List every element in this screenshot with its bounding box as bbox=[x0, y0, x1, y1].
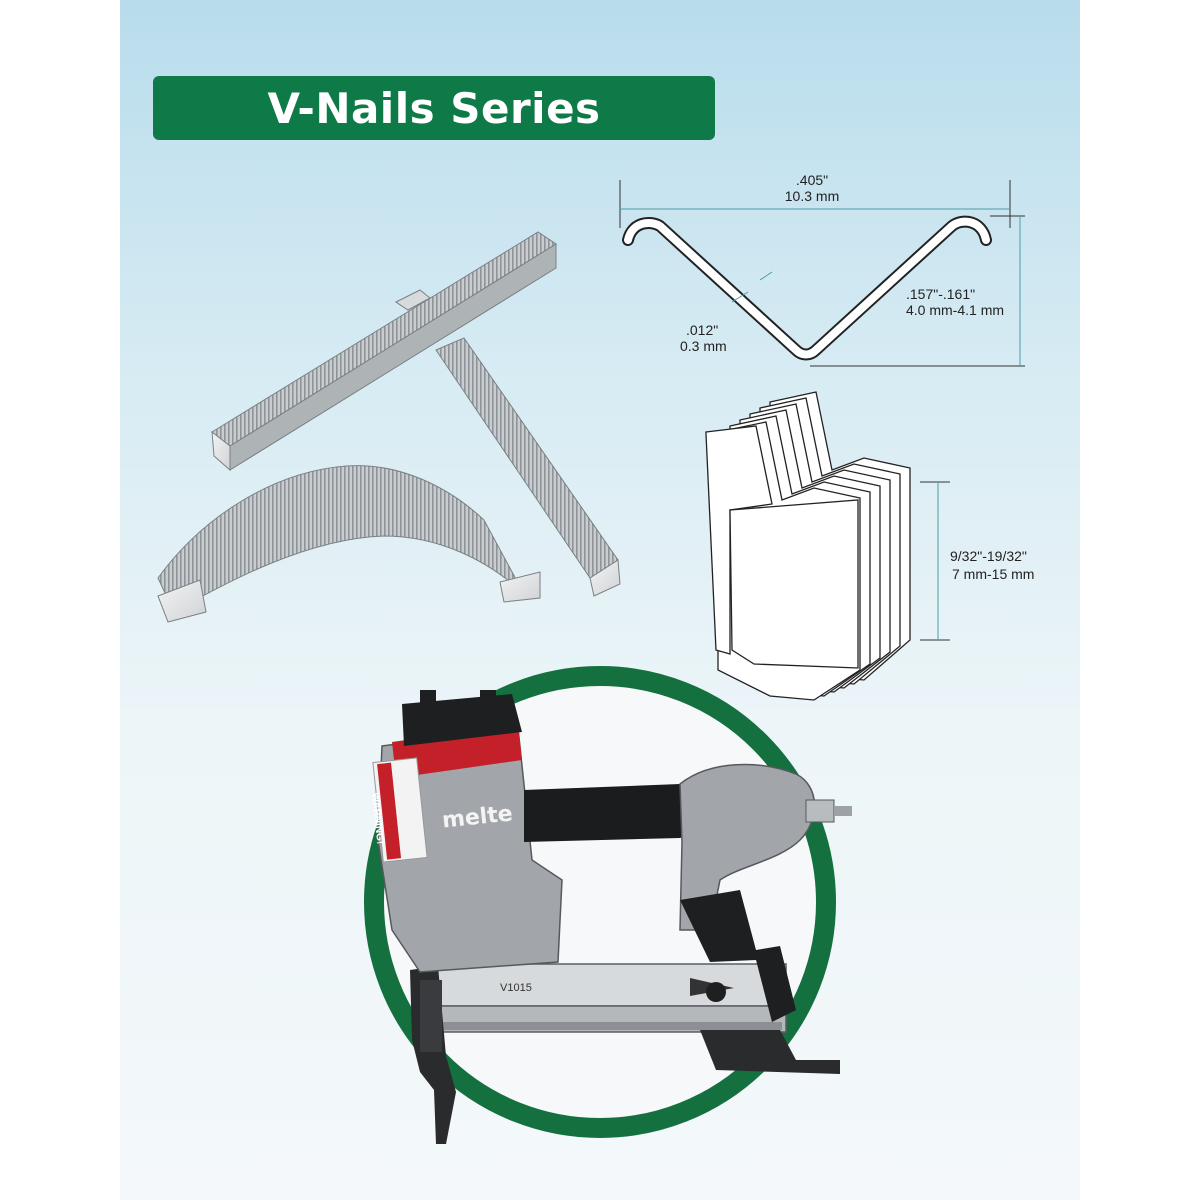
title-banner: V-Nails Series bbox=[153, 76, 715, 140]
v-nail-profile-diagram bbox=[619, 180, 1025, 367]
length-mm-label: 7 mm-15 mm bbox=[952, 566, 1035, 582]
height-mm-label: 4.0 mm-4.1 mm bbox=[906, 302, 1005, 318]
height-in-label: .157"-.161" bbox=[906, 286, 976, 302]
length-in-label: 9/32"-19/32" bbox=[950, 548, 1027, 564]
straight-nail-strip bbox=[211, 231, 557, 472]
width-mm-label: 10.3 mm bbox=[784, 188, 840, 204]
nail-strips-image bbox=[157, 231, 621, 623]
curved-nail-strip bbox=[157, 465, 541, 623]
tool-grip bbox=[524, 763, 852, 931]
magazine bbox=[429, 963, 787, 1033]
nose-assembly bbox=[410, 966, 456, 1144]
thickness-mm-label: 0.3 mm bbox=[680, 338, 727, 354]
product-panel: V-Nails Series bbox=[120, 0, 1080, 1200]
width-in-label: .405" bbox=[795, 172, 829, 188]
tool-model-label: V1015 bbox=[500, 982, 532, 994]
thickness-in-label: .012" bbox=[686, 322, 719, 338]
pneumatic-nailer-image bbox=[364, 666, 852, 1144]
v-nail-stack-diagram bbox=[705, 391, 950, 701]
tool-body bbox=[372, 690, 563, 973]
page-title: V-Nails Series bbox=[267, 83, 601, 133]
tool-latch bbox=[680, 890, 840, 1074]
tool-brand-logo: melte bbox=[440, 801, 514, 834]
diagonal-nail-strip bbox=[435, 337, 621, 597]
